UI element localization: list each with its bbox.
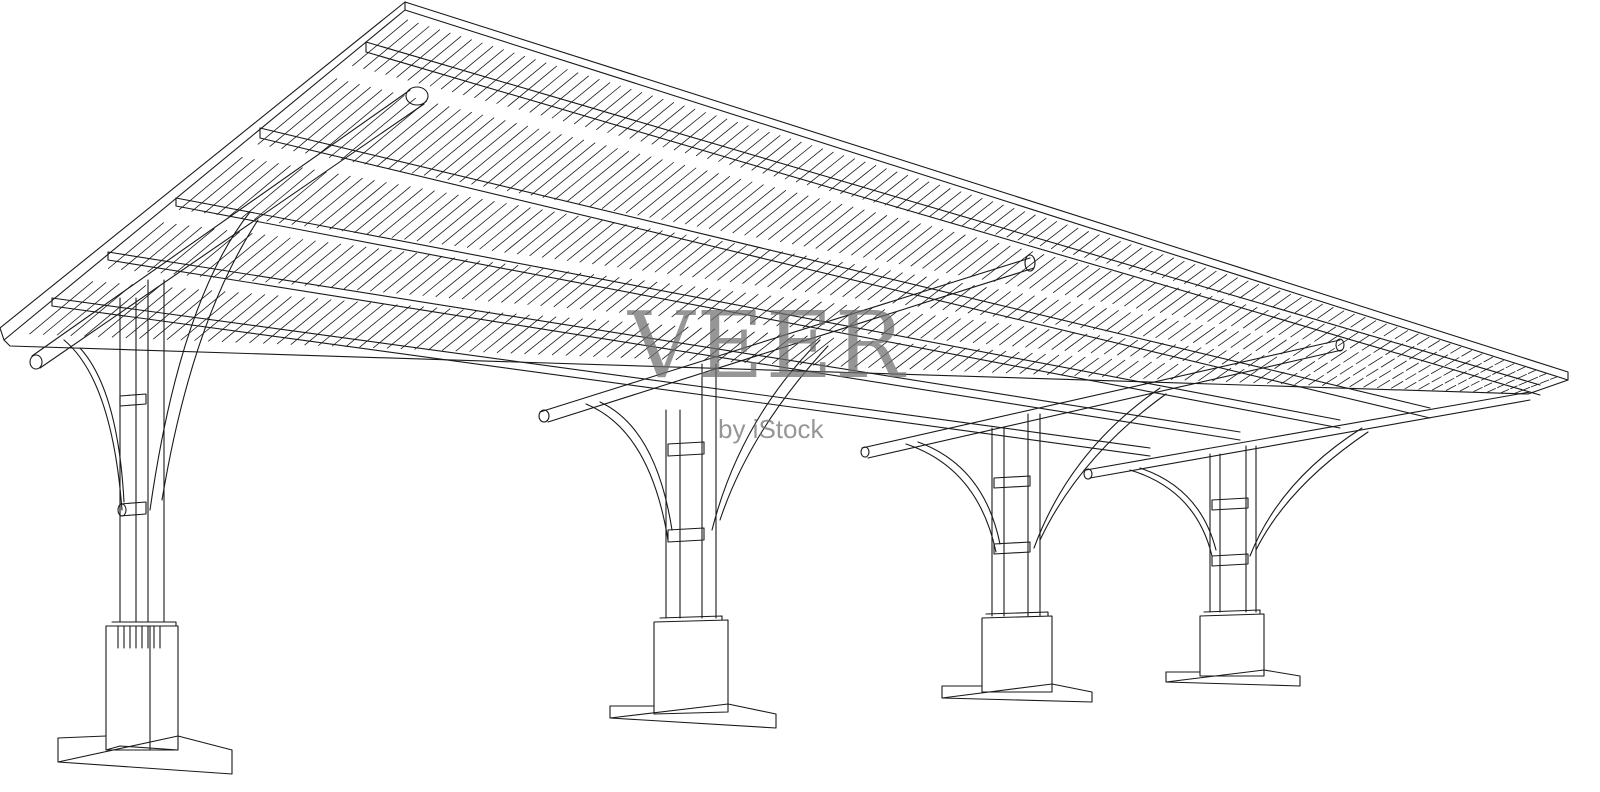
purlins — [51, 41, 1541, 457]
column-4 — [1129, 427, 1369, 613]
roof-planks — [29, 19, 1557, 394]
cross-beams — [29, 86, 1531, 480]
roof-outline — [0, 1, 1569, 395]
footing-4 — [1165, 609, 1301, 687]
footing-3 — [941, 611, 1093, 703]
column-3 — [905, 387, 1167, 617]
column-1 — [63, 211, 259, 623]
column-2 — [585, 339, 829, 619]
footing-2 — [609, 615, 777, 729]
footing-1 — [57, 621, 233, 775]
